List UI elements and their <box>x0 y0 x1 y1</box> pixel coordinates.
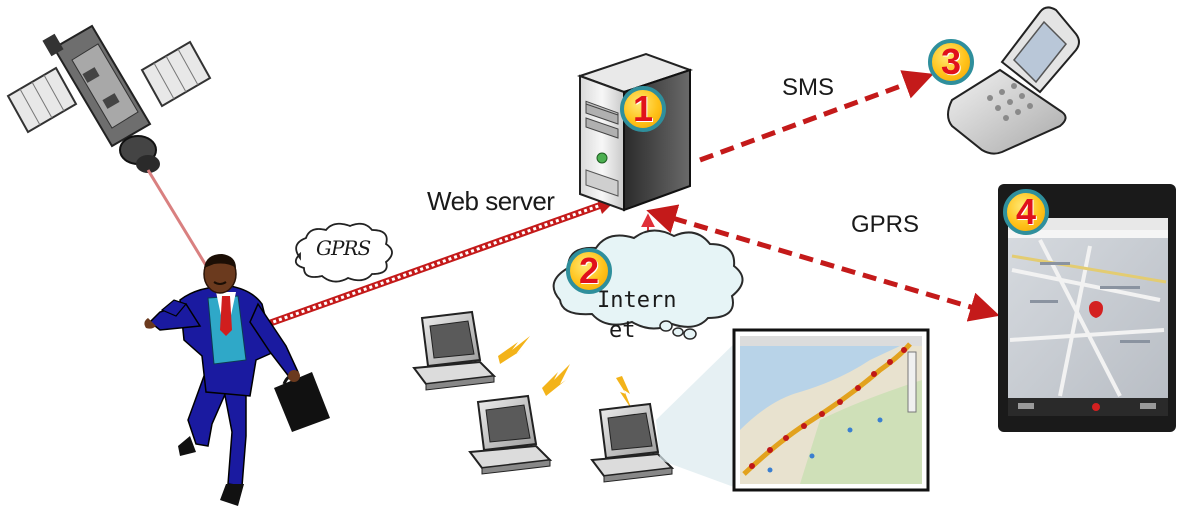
step-badge-3: 3 <box>928 39 974 85</box>
pda-map-icon <box>998 184 1176 432</box>
gprs-cloud-label: GPRS <box>316 236 371 260</box>
gprs-downlink-label: GPRS <box>851 211 920 238</box>
step-badge-4: 4 <box>1003 189 1049 235</box>
gprs-cloud-icon <box>294 222 393 283</box>
internet-label-line1: Intern <box>597 288 677 313</box>
satellite-icon <box>6 24 212 173</box>
web-server-label: Web server <box>427 186 555 216</box>
sms-arrow <box>699 70 934 163</box>
gprs-downlink-arrow <box>646 204 1000 322</box>
map-route-screenshot <box>732 328 930 492</box>
flip-phone-icon <box>947 6 1080 155</box>
business-man-icon <box>144 254 330 506</box>
projection-beam <box>656 336 742 490</box>
step-badge-1: 1 <box>620 86 666 132</box>
satellite-signal-line <box>146 169 212 273</box>
internet-label-line2: et <box>609 318 636 343</box>
client-computer-icon <box>412 310 675 483</box>
web-server-icon <box>576 52 694 212</box>
step-badge-2: 2 <box>566 248 612 294</box>
sms-label: SMS <box>782 74 835 101</box>
lightning-icon <box>498 336 632 410</box>
